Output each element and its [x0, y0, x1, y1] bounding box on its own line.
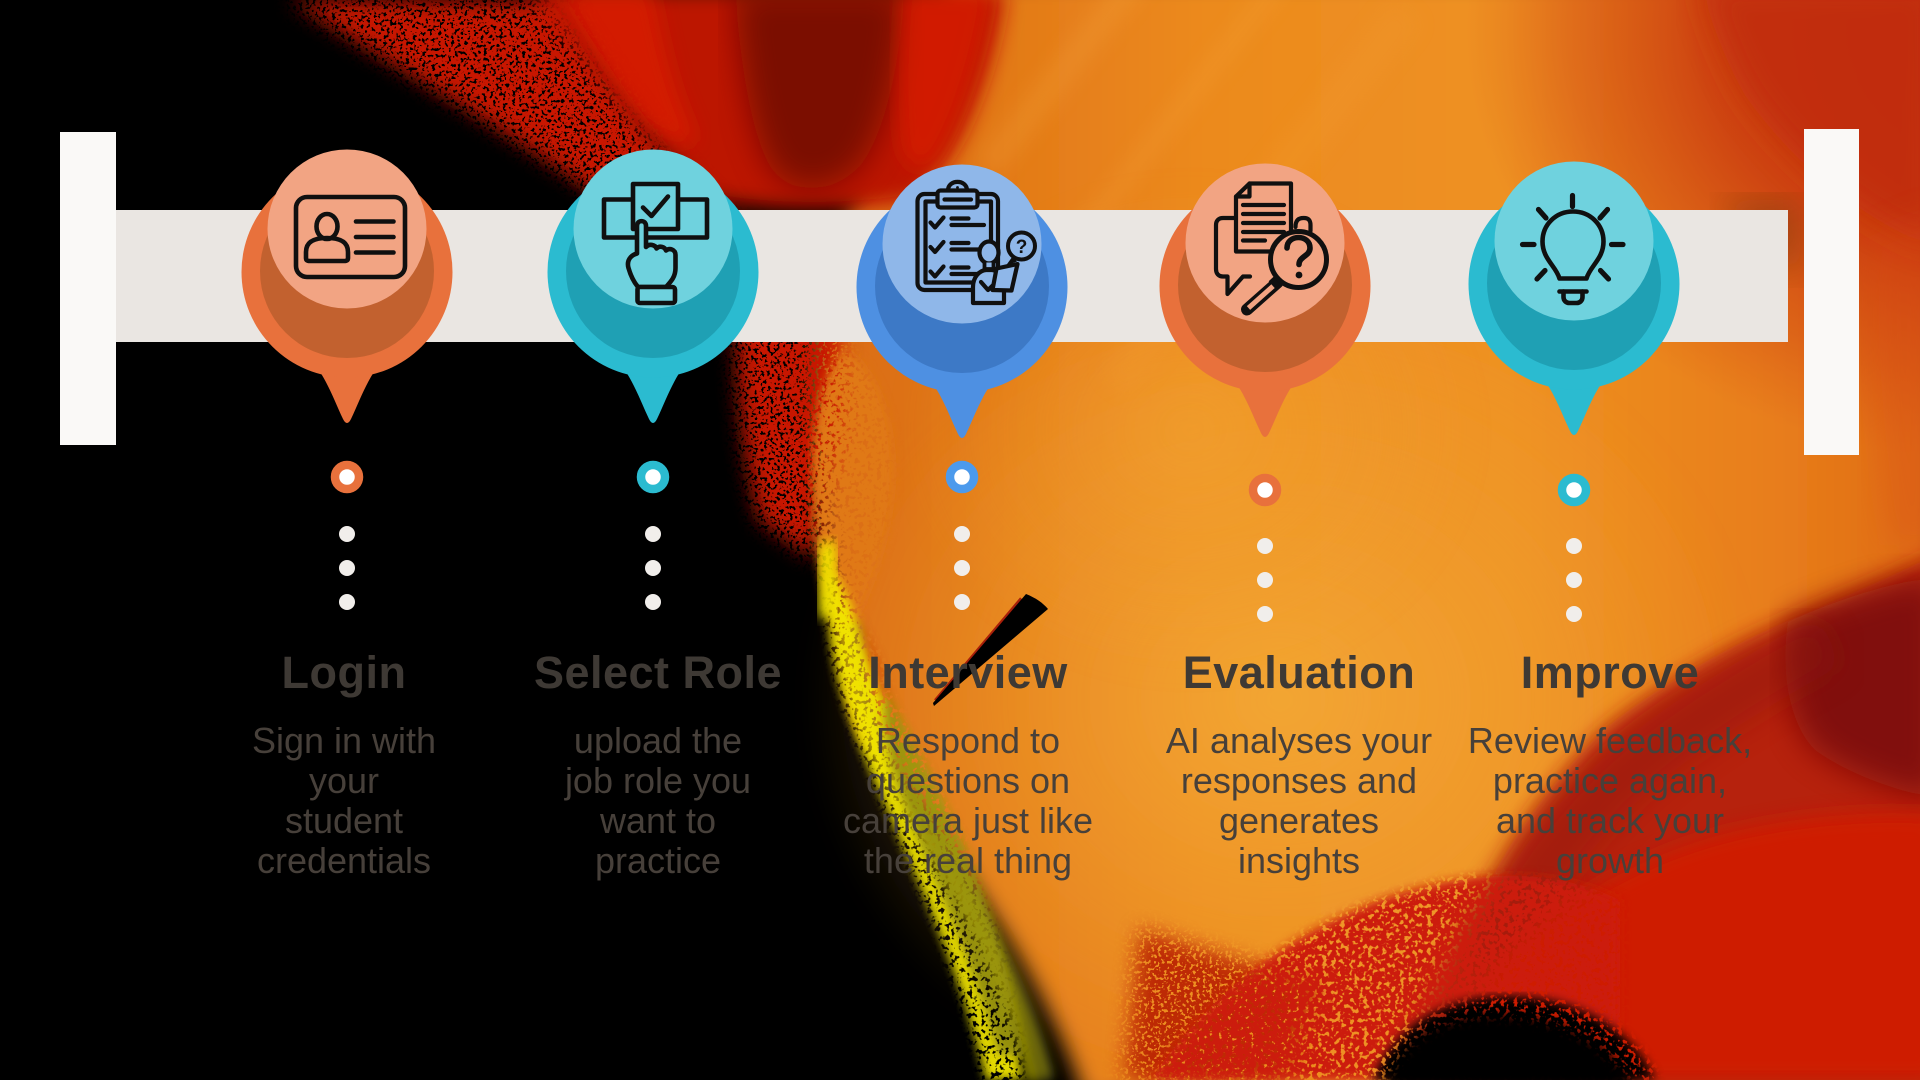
- svg-text:?: ?: [1016, 237, 1028, 258]
